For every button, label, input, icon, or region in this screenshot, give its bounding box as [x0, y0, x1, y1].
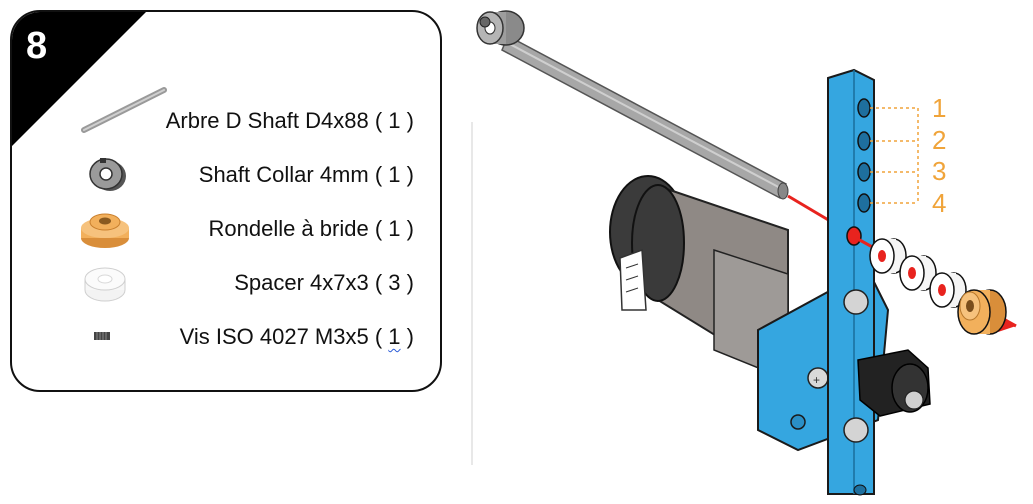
frame-hole-2 — [857, 131, 871, 151]
svg-text:+: + — [813, 373, 820, 387]
part-quantity: 1 — [388, 108, 401, 133]
part-row-shaft-collar: Shaft Collar 4mm ( 1 ) — [12, 152, 440, 200]
spacer-stack — [855, 236, 1017, 335]
drive-hub — [857, 349, 931, 417]
part-quantity-close: ) — [400, 270, 414, 295]
motor-connector — [619, 248, 647, 311]
frame-hole-1 — [857, 98, 871, 118]
part-row-set-screw: Vis ISO 4027 M3x5 ( 1 ) — [12, 314, 440, 362]
spacer-icon — [84, 267, 126, 302]
part-quantity-close: ) — [400, 108, 414, 133]
part-label: Arbre D Shaft D4x88 ( 1 ) — [166, 108, 414, 134]
flanged-washer-icon — [81, 213, 129, 248]
assembly-illustration: + 1 2 3 4 — [471, 10, 1017, 496]
hole-label-1: 1 — [932, 93, 946, 123]
part-name: Shaft Collar 4mm — [198, 162, 369, 187]
flanged-washer — [957, 289, 1007, 335]
part-label: Rondelle à bride ( 1 ) — [208, 216, 414, 242]
shaft-collar-icon — [89, 158, 126, 191]
shaft-assembly — [476, 10, 789, 200]
part-quantity-open: ( — [374, 324, 389, 349]
part-quantity: 1 — [388, 162, 401, 187]
part-quantity-open: ( — [374, 216, 389, 241]
part-row-shaft: Arbre D Shaft D4x88 ( 1 ) — [12, 87, 440, 146]
part-name: Vis ISO 4027 M3x5 — [179, 324, 369, 349]
part-quantity-open: ( — [374, 270, 389, 295]
part-label: Vis ISO 4027 M3x5 ( 1 ) — [180, 324, 414, 350]
hole-marker-guides — [870, 107, 919, 204]
hole-label-3: 3 — [932, 156, 946, 186]
target-hole — [846, 226, 862, 246]
set-screw-icon — [94, 332, 110, 340]
part-quantity: 3 — [388, 270, 401, 295]
spacer-1 — [869, 238, 907, 274]
spacer-2 — [899, 255, 937, 291]
hole-label-2: 2 — [932, 125, 946, 155]
part-quantity: 1 — [388, 324, 401, 349]
shaft-collar-on-shaft — [476, 10, 525, 46]
part-quantity-close: ) — [400, 216, 414, 241]
part-label: Spacer 4x7x3 ( 3 ) — [234, 270, 414, 296]
step-corner-badge — [12, 12, 148, 148]
motor — [609, 175, 789, 382]
frame-hole-4 — [857, 193, 871, 213]
part-quantity-close: ) — [400, 324, 414, 349]
hole-label-4: 4 — [932, 188, 946, 218]
step-number: 8 — [26, 25, 48, 67]
part-quantity-open: ( — [374, 108, 389, 133]
shaft-icon — [81, 87, 167, 133]
part-label: Shaft Collar 4mm ( 1 ) — [199, 162, 414, 188]
part-row-flanged-washer: Rondelle à bride ( 1 ) — [12, 206, 440, 254]
part-name: Arbre D Shaft D4x88 — [165, 108, 369, 133]
frame-hole-3 — [857, 162, 871, 182]
frame-bar — [827, 68, 875, 496]
parts-list-panel: 8 Arbre D Shaft D4x88 ( 1 ) Shaft Collar… — [10, 10, 442, 392]
part-name: Spacer 4x7x3 — [234, 270, 369, 295]
part-quantity: 1 — [388, 216, 401, 241]
part-name: Rondelle à bride — [208, 216, 369, 241]
part-row-spacer: Spacer 4x7x3 ( 3 ) — [12, 260, 440, 308]
spacer-3 — [929, 272, 967, 308]
part-quantity-open: ( — [374, 162, 389, 187]
part-quantity-close: ) — [400, 162, 414, 187]
